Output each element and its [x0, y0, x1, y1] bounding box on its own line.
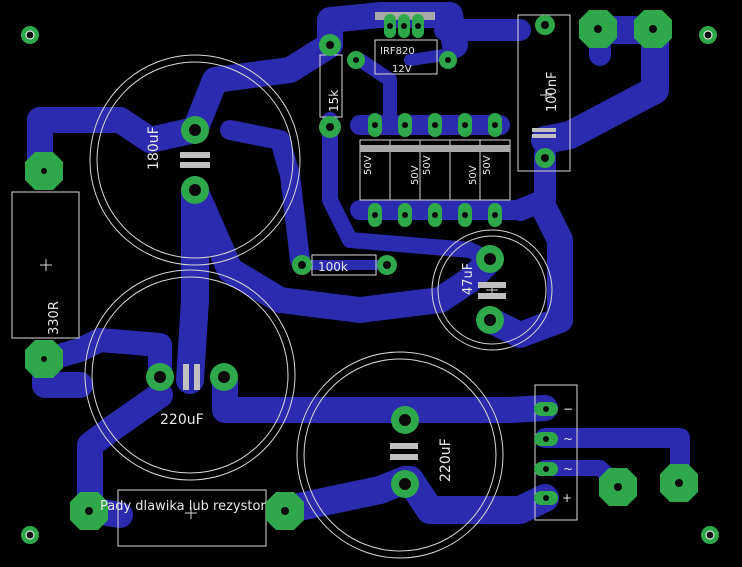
label-conn-plus: +	[562, 491, 572, 505]
label-c180: 180uF	[146, 126, 162, 170]
label-r15k: 15k	[327, 90, 341, 112]
cap-47uf-outline	[431, 229, 553, 351]
label-choke: Pady dlawika lub rezystor	[100, 499, 266, 514]
label-conn-ac1: ~	[563, 432, 573, 446]
label-c220-left: 220uF	[160, 412, 204, 428]
mounting-hole-br	[701, 526, 719, 544]
ic-irf820-outline	[374, 39, 438, 75]
label-zener: 12V	[392, 64, 412, 75]
mounting-hole-tl	[21, 26, 39, 44]
label-c100n: 100nF	[545, 71, 560, 112]
mounting-hole-bl	[21, 526, 39, 544]
label-r100k: 100k	[318, 260, 348, 274]
label-conn-ac2: ~	[563, 462, 573, 476]
connector-outline	[534, 384, 578, 521]
label-conn-minus: −	[563, 402, 573, 416]
pads	[21, 10, 719, 544]
silkscreen-labels: 180uF 220uF 220uF 47uF 100nF 330R 15k 10…	[47, 46, 573, 514]
cap-220uf-left-outline	[84, 269, 296, 481]
copper-traces	[27, 2, 690, 528]
label-d5: 50V	[482, 155, 493, 175]
label-d1: 50V	[363, 155, 374, 175]
label-d4: 50V	[468, 165, 479, 185]
cap-220uf-right-outline	[296, 351, 504, 559]
label-r330: 330R	[47, 301, 62, 335]
cap-symbols	[180, 128, 556, 460]
label-ic: IRF820	[380, 46, 415, 57]
label-d2: 50V	[410, 165, 421, 185]
resistor-330r-outline	[11, 191, 80, 339]
cap-100nf-outline	[517, 14, 571, 172]
mounting-hole-tr	[699, 26, 717, 44]
label-c220-right: 220uF	[438, 438, 454, 482]
label-d3: 50V	[422, 155, 433, 175]
label-c47: 47uF	[461, 263, 476, 295]
cap-180uf-outline	[89, 54, 301, 266]
